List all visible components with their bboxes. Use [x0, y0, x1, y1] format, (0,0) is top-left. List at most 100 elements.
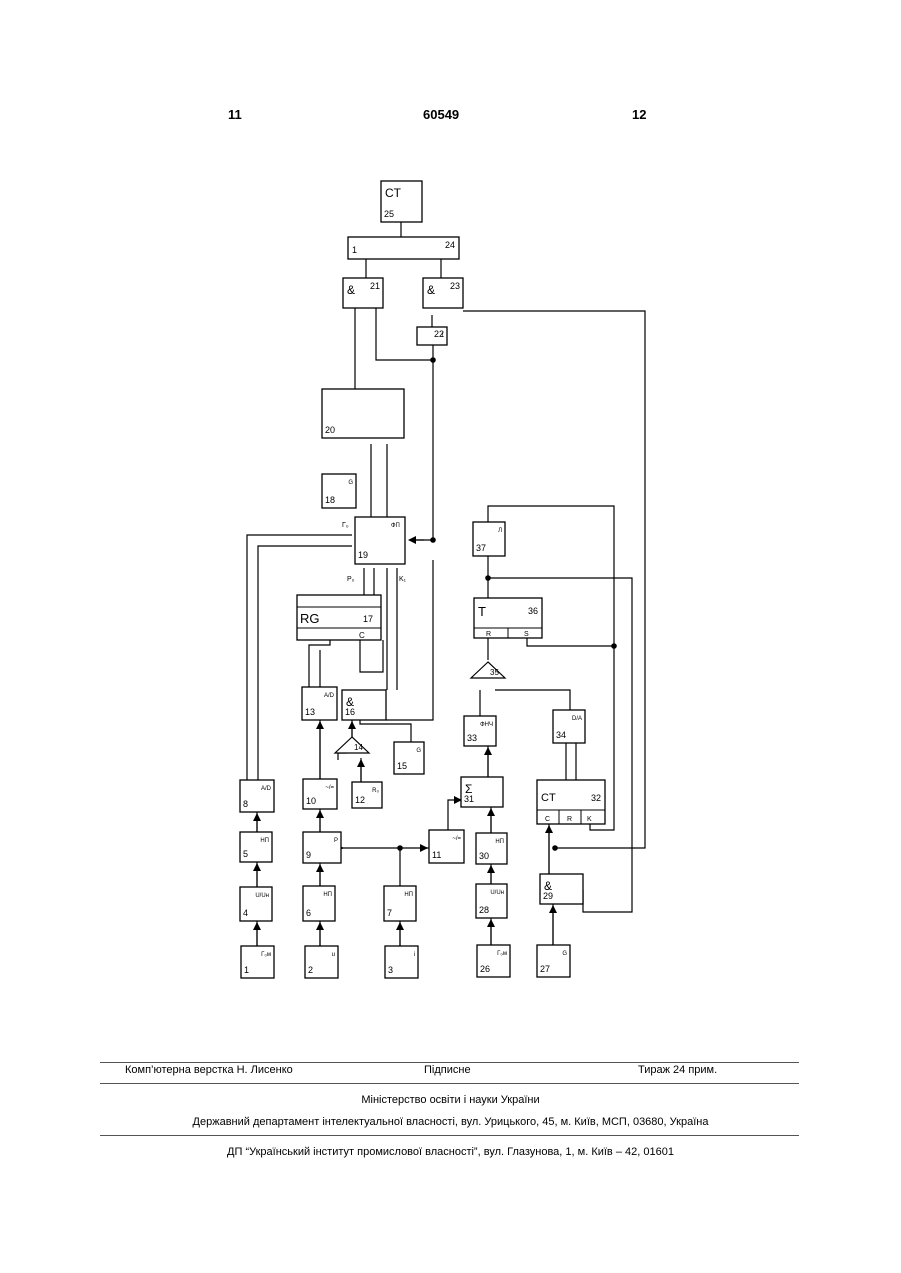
- block-24-label: 1: [352, 245, 357, 255]
- block-21-label: &: [347, 283, 355, 297]
- block-32-number: 32: [591, 793, 601, 803]
- connector-line-41: [495, 690, 570, 710]
- connector-line-22: [386, 560, 433, 720]
- block-32-label: CT: [541, 792, 556, 804]
- connector-line-21: [360, 720, 411, 742]
- block-31: Σ31: [461, 777, 503, 807]
- block-4-number: 4: [243, 908, 248, 918]
- connector-line-12: [258, 546, 352, 780]
- block-22: 122: [417, 327, 447, 345]
- block-11-label: ~/=: [452, 836, 461, 842]
- block-27-number: 27: [540, 964, 550, 974]
- block-19-pin-p0: P₀: [347, 576, 355, 583]
- block-18: G18: [322, 474, 356, 508]
- block-5-number: 5: [243, 849, 248, 859]
- block-33-label: ФНЧ: [480, 722, 493, 728]
- block-28-number: 28: [479, 905, 489, 915]
- block-31-number: 31: [464, 794, 474, 804]
- block-23: &23: [423, 278, 463, 308]
- block-26: Г₀м 26: [477, 945, 510, 977]
- block-25: CT25: [381, 181, 422, 222]
- block-29: &29: [540, 874, 583, 904]
- block-20-number: 20: [325, 425, 335, 435]
- block-14-number: 14: [354, 743, 363, 752]
- footer-circulation: Тираж 24 прим.: [638, 1064, 717, 1076]
- block-8-number: 8: [243, 799, 248, 809]
- block-37-number: 37: [476, 543, 486, 553]
- junction-dot-1: [398, 846, 402, 850]
- connector-line-4: [411, 345, 433, 540]
- footer-rule-top: [100, 1062, 799, 1063]
- junction-dot-3: [612, 644, 616, 648]
- block-12-label: R₀: [372, 788, 379, 794]
- block-36: T 36R S: [474, 598, 542, 638]
- block-7-label: НП: [404, 892, 413, 898]
- block-36-number: 36: [528, 606, 538, 616]
- connector-line-11: [247, 535, 352, 780]
- comparator-14-shape: [335, 737, 369, 753]
- footer-rule-bottom: [100, 1135, 799, 1136]
- block-18-number: 18: [325, 495, 335, 505]
- block-26-label: Г₀м: [497, 951, 507, 957]
- block-2: u2: [305, 946, 338, 978]
- block-1-label: Г₀м: [261, 952, 271, 958]
- block-19-number: 19: [358, 550, 368, 560]
- block-19-pin-k1: K₁: [399, 576, 407, 583]
- block-9: P9: [303, 832, 341, 863]
- block-36-pin-s: S: [524, 631, 529, 638]
- block-11-number: 11: [432, 850, 441, 860]
- block-24: 1 24: [348, 237, 459, 259]
- block-5: НП5: [240, 832, 272, 862]
- block-24-number: 24: [445, 240, 455, 250]
- block-33: ФНЧ33: [464, 716, 496, 746]
- block-1-number: 1: [244, 965, 249, 975]
- connector-line-23: [338, 753, 347, 760]
- block-34: D/A34: [553, 710, 585, 743]
- footer-credit: Комп’ютерна верстка Н. Лисенко: [125, 1064, 293, 1076]
- block-1: Г₀м 1: [241, 946, 274, 978]
- block-32: CT32CRK: [537, 780, 605, 824]
- block-16: &16: [342, 690, 386, 720]
- block-23-number: 23: [450, 281, 460, 291]
- block-9-number: 9: [306, 850, 311, 860]
- block-36-pin-r: R: [486, 631, 491, 638]
- block-6-label: НП: [323, 892, 332, 898]
- block-30-number: 30: [479, 851, 489, 861]
- junction-dot-5: [431, 538, 435, 542]
- block-3-number: 3: [388, 965, 393, 975]
- block-34-number: 34: [556, 730, 566, 740]
- comparator-35-shape: [471, 662, 505, 678]
- block-26-number: 26: [480, 964, 490, 974]
- block-36-label: T: [478, 604, 486, 619]
- footer-rule-middle: [100, 1083, 799, 1084]
- block-28: U/Uн 28: [476, 884, 507, 918]
- block-20: 20: [322, 389, 404, 438]
- block-13: A/D13: [302, 687, 337, 720]
- block-13-label: A/D: [324, 693, 335, 699]
- block-17: RG17C: [297, 595, 381, 640]
- block-10-label: ~/=: [325, 785, 334, 791]
- block-24-frame: [348, 237, 459, 259]
- block-28-label: U/Uн: [490, 890, 504, 896]
- block-7-number: 7: [387, 908, 392, 918]
- block-2-label: u: [332, 952, 335, 958]
- comparator-14: 14: [335, 737, 369, 753]
- block-4: U/Uн4: [240, 887, 272, 921]
- block-15: G15: [394, 742, 424, 774]
- block-7: НП 7: [384, 886, 416, 921]
- block-21-number: 21: [370, 281, 380, 291]
- block-17-label: RG: [300, 611, 320, 626]
- block-9-label: P: [334, 838, 338, 844]
- block-27-label: G: [562, 951, 567, 957]
- block-6: НП6: [303, 886, 335, 921]
- block-17-pin-c: C: [359, 631, 365, 640]
- block-11: ~/= 11: [429, 830, 464, 863]
- block-2-number: 2: [308, 965, 313, 975]
- block-19-pin-g0: Г₀: [342, 522, 349, 529]
- block-3: i3: [385, 946, 418, 978]
- block-12: R₀12: [352, 782, 382, 808]
- connector-line-17: [360, 640, 383, 672]
- block-25-label: CT: [385, 186, 402, 200]
- block-32-pin-r: R: [567, 816, 572, 823]
- block-3-label: i: [414, 952, 415, 958]
